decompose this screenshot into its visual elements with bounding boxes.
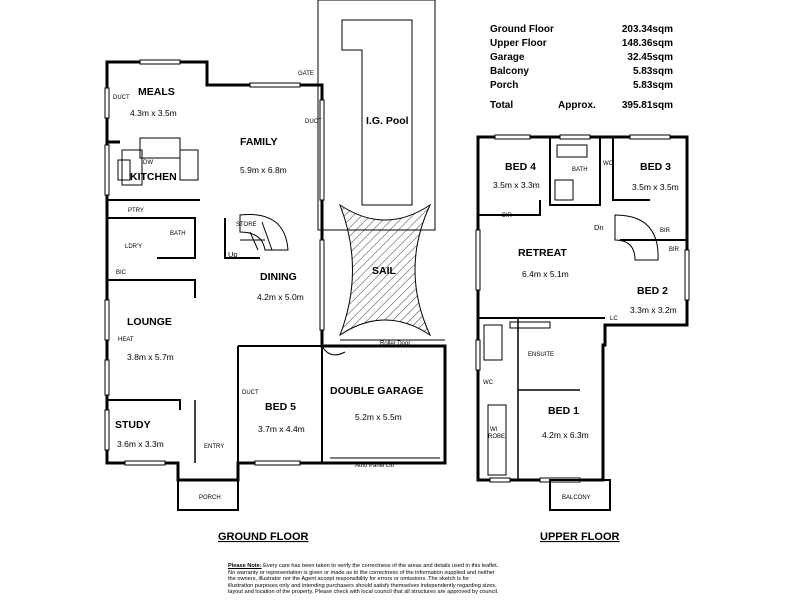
meals-label: MEALS	[138, 86, 175, 98]
pantry-label: PTRY	[128, 208, 144, 214]
note-line-1: No warranty or representation is given o…	[228, 569, 495, 576]
kitchen-label: KITCHEN	[130, 171, 177, 183]
total-value: 395.81sqm	[622, 100, 673, 111]
balcony-label: BALCONY	[562, 495, 591, 501]
garage-label: DOUBLE GARAGE	[330, 385, 423, 397]
family-label: FAMILY	[240, 136, 278, 148]
bed3-dim: 3.5m x 3.5m	[632, 182, 679, 192]
note-line-0: Every care has been taken to verify the …	[261, 563, 499, 569]
garage-features	[321, 339, 445, 459]
dw-label: DW	[143, 160, 153, 166]
bed5-label: BED 5	[265, 401, 296, 413]
family-dim: 5.9m x 6.8m	[240, 165, 287, 175]
ground-windows	[104, 59, 325, 466]
area-value: 148.36sqm	[622, 38, 673, 49]
laundry-label: LDR'Y	[125, 244, 142, 250]
dining-dim: 4.2m x 5.0m	[257, 292, 304, 302]
wi-label: WI	[490, 427, 498, 433]
upper-floor-walls	[476, 135, 689, 482]
bic-label: BIC	[116, 270, 127, 276]
porch-outline	[177, 479, 239, 511]
area-label: Balcony	[490, 66, 529, 77]
bir-label-2: BIR	[660, 228, 671, 234]
retreat-label: RETREAT	[518, 247, 567, 259]
lounge-dim: 3.8m x 5.7m	[127, 352, 174, 362]
gate-label: GATE	[298, 71, 314, 77]
duct-label-3: DUCT	[242, 390, 259, 396]
pool-label: I.G. Pool	[366, 115, 409, 127]
stair-up-label: Up	[228, 250, 238, 259]
wc-label-2: WC	[483, 380, 494, 386]
retreat-dim: 6.4m x 5.1m	[522, 269, 569, 279]
area-label: Garage	[490, 52, 525, 63]
area-value: 32.45sqm	[627, 52, 673, 63]
bed3-label: BED 3	[640, 161, 671, 173]
note-title: Please Note:	[228, 563, 262, 569]
note-line-3: illustration purposes only and intending…	[228, 582, 497, 589]
robe-label: ROBE	[488, 434, 505, 440]
dining-label: DINING	[260, 271, 297, 283]
stair-down-label: Dn	[594, 223, 604, 232]
study-dim: 3.6m x 3.3m	[117, 439, 164, 449]
kitchen-counter	[117, 137, 199, 186]
bed2-dim: 3.3m x 3.2m	[630, 305, 677, 315]
area-label: Upper Floor	[490, 38, 547, 49]
balcony-outline	[549, 479, 611, 511]
bed1-dim: 4.2m x 6.3m	[542, 430, 589, 440]
garage-dim: 5.2m x 5.5m	[355, 412, 402, 422]
store-label: STORE	[236, 222, 257, 228]
entry-label: ENTRY	[204, 444, 224, 450]
bir-label-1: BIR	[502, 213, 513, 219]
bed1-label: BED 1	[548, 405, 579, 417]
bed5-dim: 3.7m x 4.4m	[258, 424, 305, 434]
area-label: Ground Floor	[490, 24, 554, 35]
roller-door-label: Roller Door	[380, 341, 410, 347]
ground-bath-label: BATH	[170, 231, 186, 237]
ground-floor-walls	[105, 60, 447, 482]
note-line-4: layout and location of the property. Ple…	[228, 589, 499, 596]
sail-label: SAIL	[372, 265, 397, 277]
note-line-2: the owners, illustrator nor the Agent ac…	[228, 576, 470, 583]
total-label: Total	[490, 100, 513, 111]
area-value: 203.34sqm	[622, 24, 673, 35]
upper-floor-title: UPPER FLOOR	[540, 531, 620, 543]
ground-floor-title: GROUND FLOOR	[218, 531, 308, 543]
dining-stair	[239, 213, 289, 251]
bed4-label: BED 4	[505, 161, 536, 173]
porch-label: PORCH	[199, 495, 221, 501]
area-label: Porch	[490, 80, 518, 91]
disclaimer-note: Please Note: Every care has been taken t…	[228, 563, 578, 596]
lounge-label: LOUNGE	[127, 316, 172, 328]
upper-bath-label: BATH	[572, 167, 588, 173]
approx-label: Approx.	[558, 100, 596, 111]
meals-dim: 4.3m x 3.5m	[130, 108, 177, 118]
ensuite-label: ENSUITE	[528, 352, 554, 358]
bed4-dim: 3.5m x 3.3m	[493, 180, 540, 190]
wc-label-1: WC	[603, 161, 614, 167]
upper-fixtures	[483, 144, 659, 476]
lc-label: LC	[610, 316, 618, 322]
sail-shade	[338, 203, 432, 337]
heat-label: HEAT	[118, 337, 134, 343]
auto-panel-label: Auto Panel Lift	[355, 463, 394, 469]
duct-label-2: DUCT	[305, 119, 322, 125]
study-label: STUDY	[115, 419, 151, 431]
area-value: 5.83sqm	[633, 66, 673, 77]
bir-label-3: BIR	[669, 247, 680, 253]
area-value: 5.83sqm	[633, 80, 673, 91]
bed2-label: BED 2	[637, 285, 668, 297]
duct-label-1: DUCT	[113, 95, 130, 101]
